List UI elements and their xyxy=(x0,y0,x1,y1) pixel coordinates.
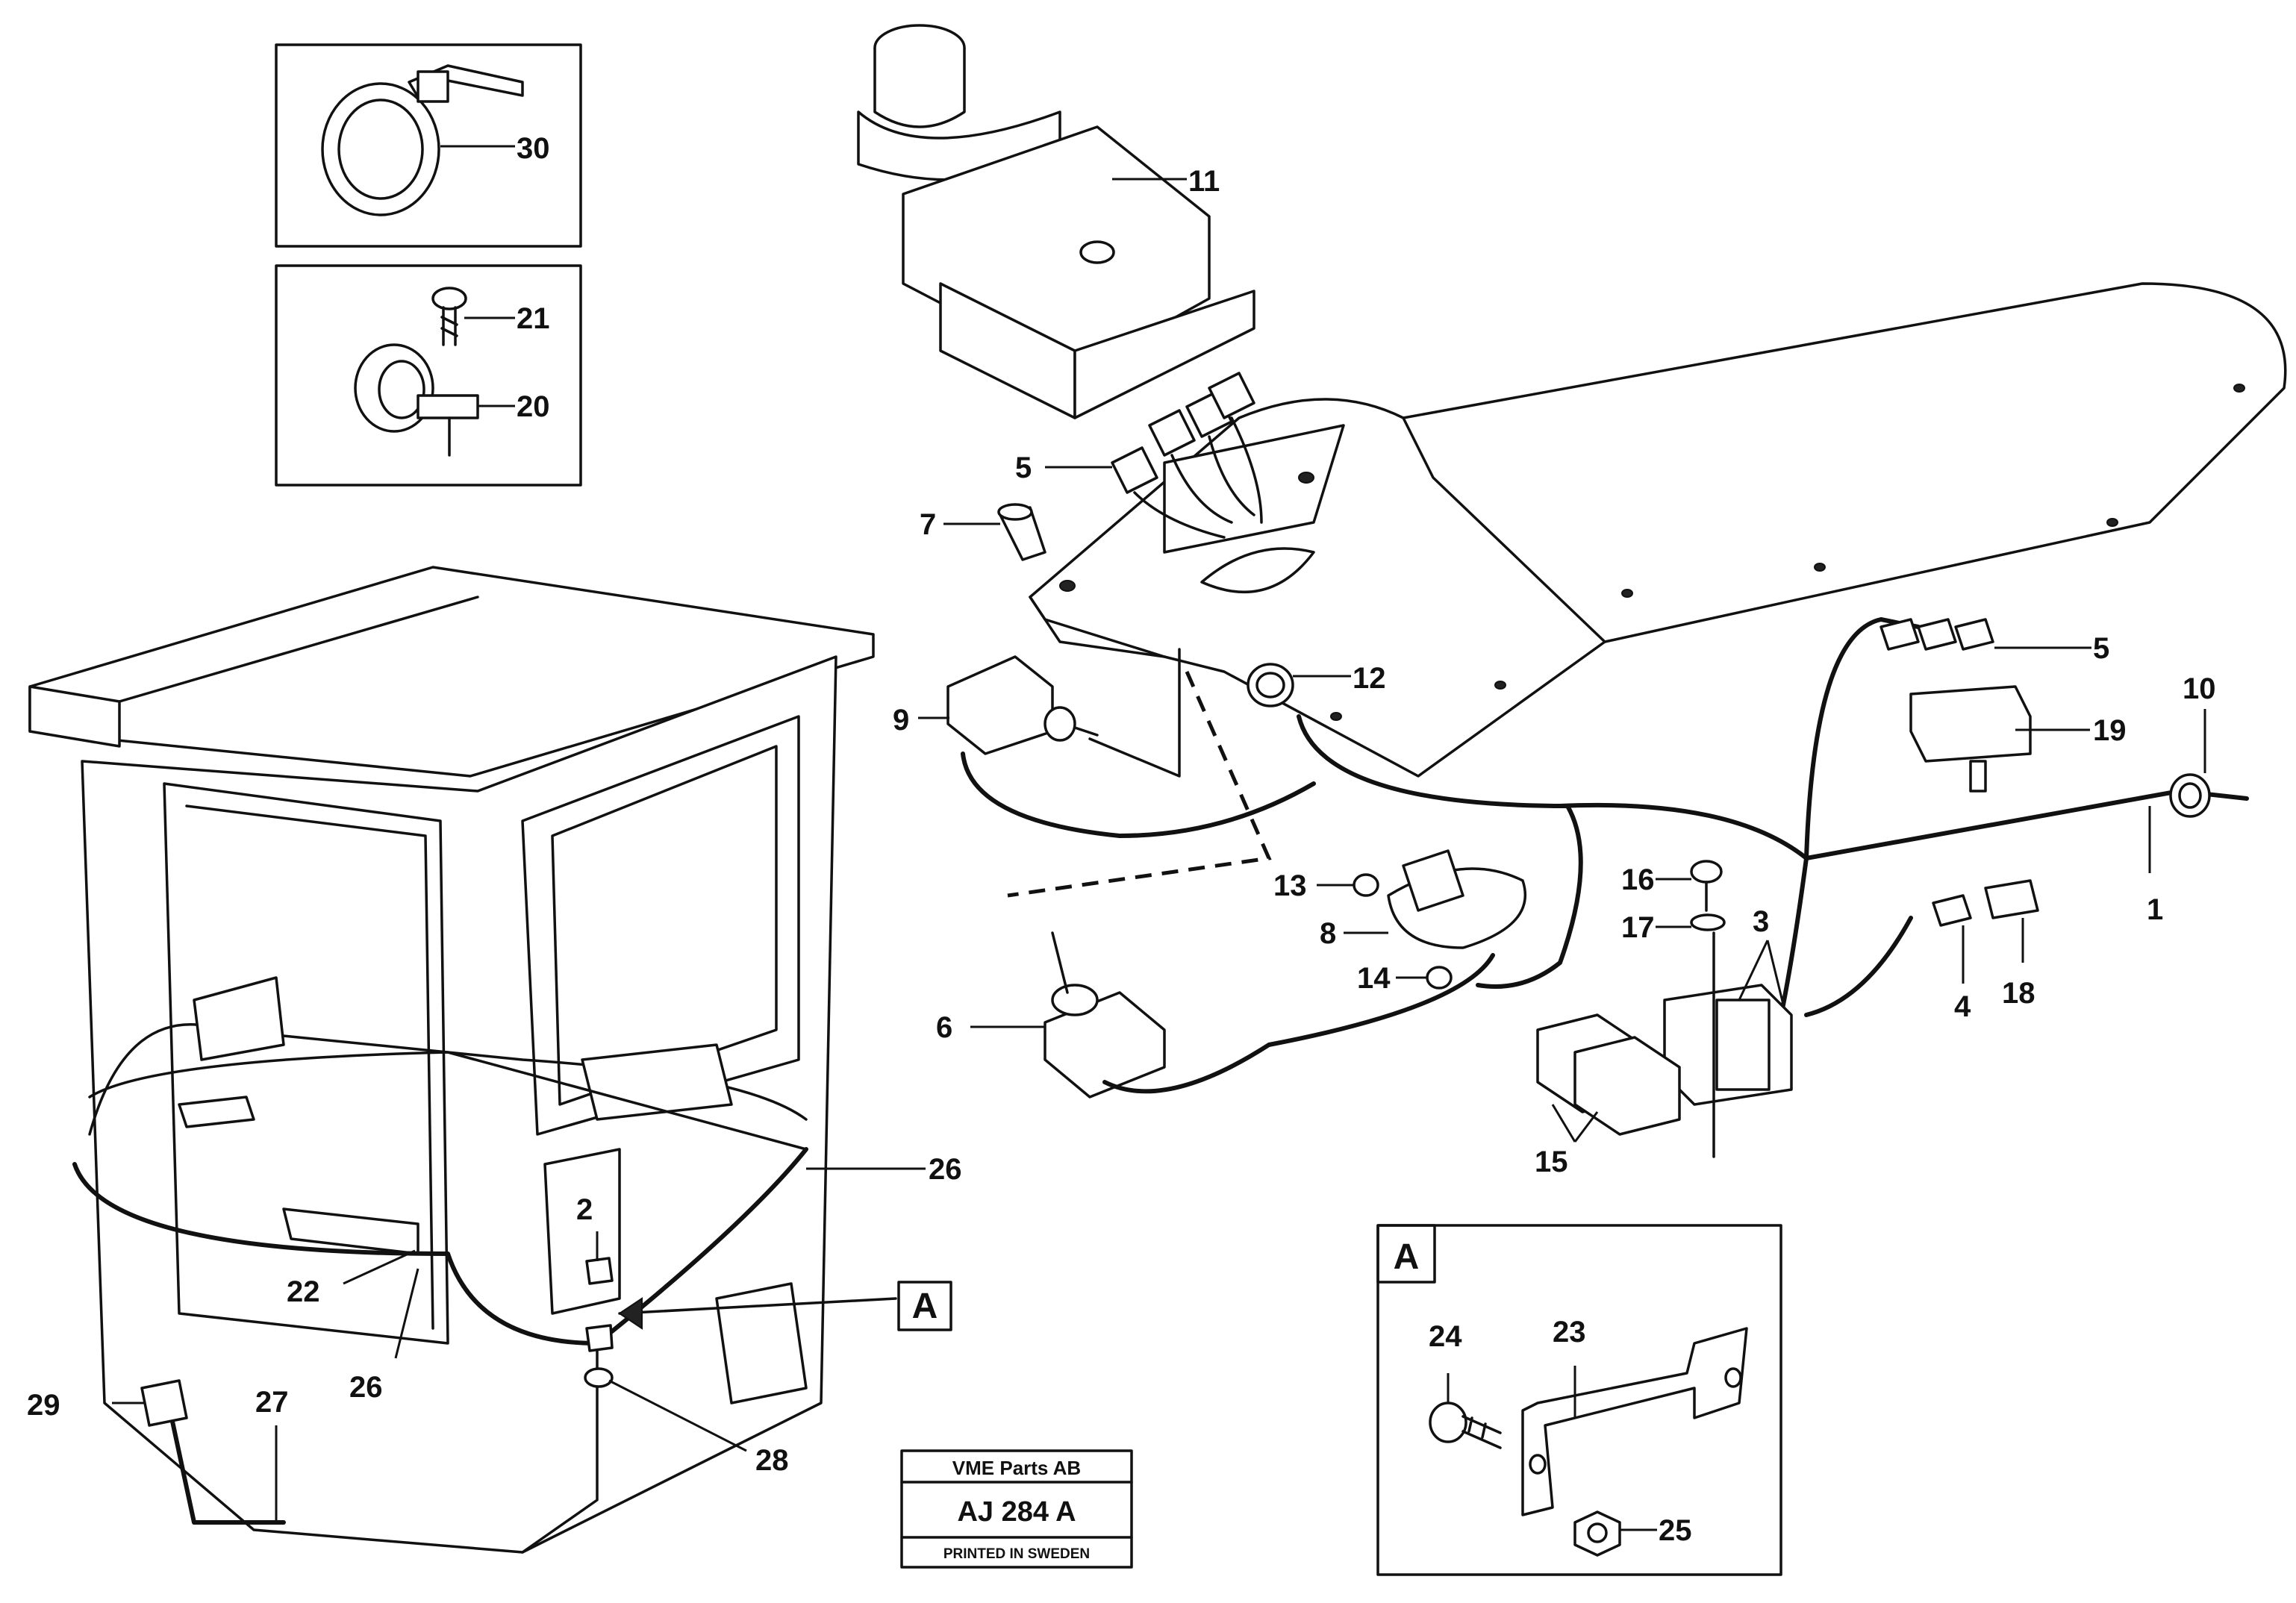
callout-7: 7 xyxy=(920,508,936,541)
callout-29: 29 xyxy=(27,1389,60,1422)
cab-drawing xyxy=(28,566,875,1554)
stamp-code: AJ 284 A xyxy=(957,1496,1076,1528)
screw-drawing xyxy=(431,287,467,346)
callout-18: 18 xyxy=(2002,977,2035,1010)
callout-3: 3 xyxy=(1753,905,1769,938)
drawing-stamp: VME Parts AB AJ 284 A PRINTED IN SWEDEN xyxy=(900,1449,1133,1569)
switch-9-drawing xyxy=(918,648,1181,778)
callout-12: 12 xyxy=(1353,662,1386,695)
callout-24: 24 xyxy=(1429,1320,1462,1353)
callout-26-lower: 26 xyxy=(349,1371,383,1404)
callout-15: 15 xyxy=(1535,1146,1568,1178)
cap-drawing xyxy=(1247,663,1351,707)
detail-box-a: A xyxy=(1376,1224,1782,1576)
connectors-right xyxy=(1879,618,2091,651)
nut-drawing xyxy=(1573,1510,1621,1557)
callout-4: 4 xyxy=(1954,990,1971,1023)
relays-drawing xyxy=(1536,1013,1681,1143)
callout-27: 27 xyxy=(255,1386,289,1419)
callout-30: 30 xyxy=(517,132,550,165)
bolt-drawing xyxy=(1429,1402,1502,1449)
relay-holder-drawing xyxy=(1656,860,1793,1158)
cable-tie-drawing xyxy=(321,64,524,216)
grommet-drawing xyxy=(354,343,479,457)
bracket-drawing xyxy=(1521,1327,1748,1516)
switch-19-drawing xyxy=(1909,685,2090,793)
callout-8: 8 xyxy=(1320,917,1336,950)
view-marker-label: A xyxy=(912,1287,938,1326)
callout-28: 28 xyxy=(755,1444,789,1477)
detail-box-cable-tie xyxy=(275,43,582,248)
switch-8-drawing xyxy=(1317,849,1527,990)
grommet-10-drawing xyxy=(2148,709,2211,873)
callout-22: 22 xyxy=(287,1275,320,1308)
stamp-printed: PRINTED IN SWEDEN xyxy=(943,1546,1090,1562)
stamp-company: VME Parts AB xyxy=(952,1457,1081,1479)
callout-6: 6 xyxy=(936,1011,952,1044)
switch-6-drawing xyxy=(970,931,1166,1099)
knob-drawing xyxy=(943,503,1046,561)
callout-21: 21 xyxy=(517,302,550,335)
callout-1: 1 xyxy=(2147,893,2163,926)
callout-2: 2 xyxy=(576,1193,593,1226)
callout-20: 20 xyxy=(517,390,550,423)
callout-9: 9 xyxy=(893,704,909,737)
callout-5-right: 5 xyxy=(2093,632,2109,665)
callout-17: 17 xyxy=(1621,911,1655,944)
callout-14: 14 xyxy=(1357,962,1391,995)
connector-4-drawing xyxy=(1932,894,1972,984)
callout-26-right: 26 xyxy=(929,1153,962,1186)
mounting-console-drawing xyxy=(1029,282,2287,778)
detail-box-a-label: A xyxy=(1394,1237,1420,1277)
callout-16: 16 xyxy=(1621,863,1655,896)
callout-13: 13 xyxy=(1273,869,1307,902)
callout-23: 23 xyxy=(1553,1316,1586,1349)
connectors-upper xyxy=(1045,372,1263,539)
connector-18-drawing xyxy=(1984,879,2039,963)
cab-leaders xyxy=(112,1167,926,1522)
control-lever-drawing xyxy=(857,24,1255,419)
callout-5-upper: 5 xyxy=(1015,451,1032,484)
callout-19: 19 xyxy=(2093,714,2127,747)
callouts: 1 2 3 4 5 5 6 7 8 9 10 11 12 13 14 15 16… xyxy=(27,132,2216,1547)
detail-box-grommet xyxy=(275,264,582,487)
wiring-harness xyxy=(961,617,2249,1094)
callout-11: 11 xyxy=(1188,165,1220,198)
callout-25: 25 xyxy=(1659,1514,1692,1547)
view-marker-box: A xyxy=(897,1281,952,1331)
callout-10: 10 xyxy=(2183,672,2216,705)
